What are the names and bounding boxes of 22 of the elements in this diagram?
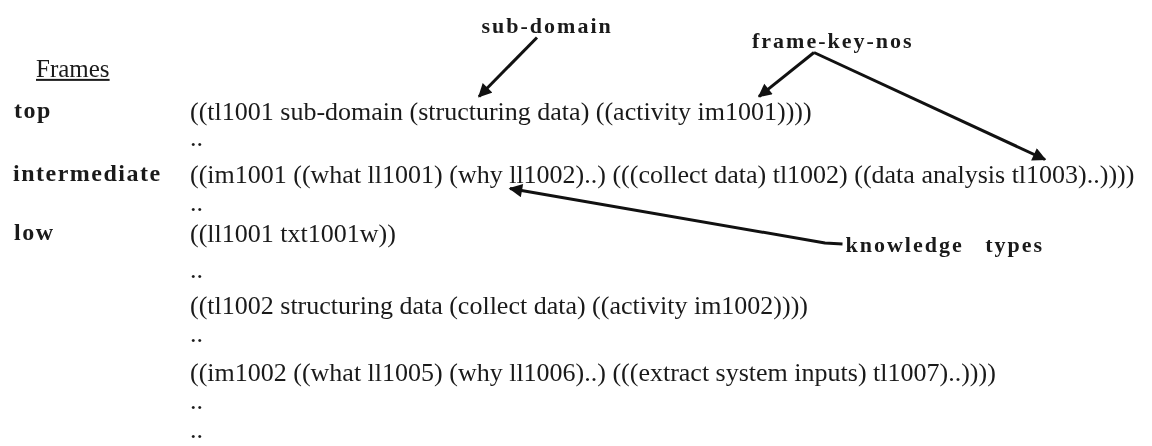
frame-code-line: ((tl1001 sub-domain (structuring data) ((activity im1001))))	[190, 97, 812, 125]
level-label: low	[14, 220, 55, 246]
frame-code-line: ((tl1002 structuring data (collect data) ((activity im1002))))	[190, 291, 808, 319]
leader-arrow	[813, 51, 1047, 161]
ellipsis-dots: ..	[190, 387, 203, 415]
leader-arrow	[508, 183, 843, 246]
level-label: top	[14, 98, 52, 124]
ellipsis-dots: ..	[190, 256, 203, 284]
ellipsis-dots: ..	[190, 189, 203, 217]
frame-code-line: ((ll1001 txt1001w))	[190, 219, 396, 247]
callout-label: frame-key-nos	[752, 28, 914, 52]
leader-arrow	[757, 51, 815, 98]
ellipsis-dots: ..	[190, 320, 203, 348]
ellipsis-dots: ..	[190, 416, 203, 444]
frame-code-line: ((im1002 ((what ll1005) (why ll1006)..) (((extract system inputs) tl1007)..))))	[190, 358, 996, 386]
leader-arrow	[477, 36, 539, 98]
ellipsis-dots: ..	[190, 124, 203, 152]
section-heading: Frames	[36, 55, 110, 83]
level-label: intermediate	[13, 161, 162, 187]
frame-code-line: ((im1001 ((what ll1001) (why ll1002)..) (((collect data) tl1002) ((data analysis tl1003)..))))	[190, 160, 1135, 188]
callout-label: knowledge types	[845, 232, 1045, 256]
callout-label: sub-domain	[481, 13, 613, 37]
